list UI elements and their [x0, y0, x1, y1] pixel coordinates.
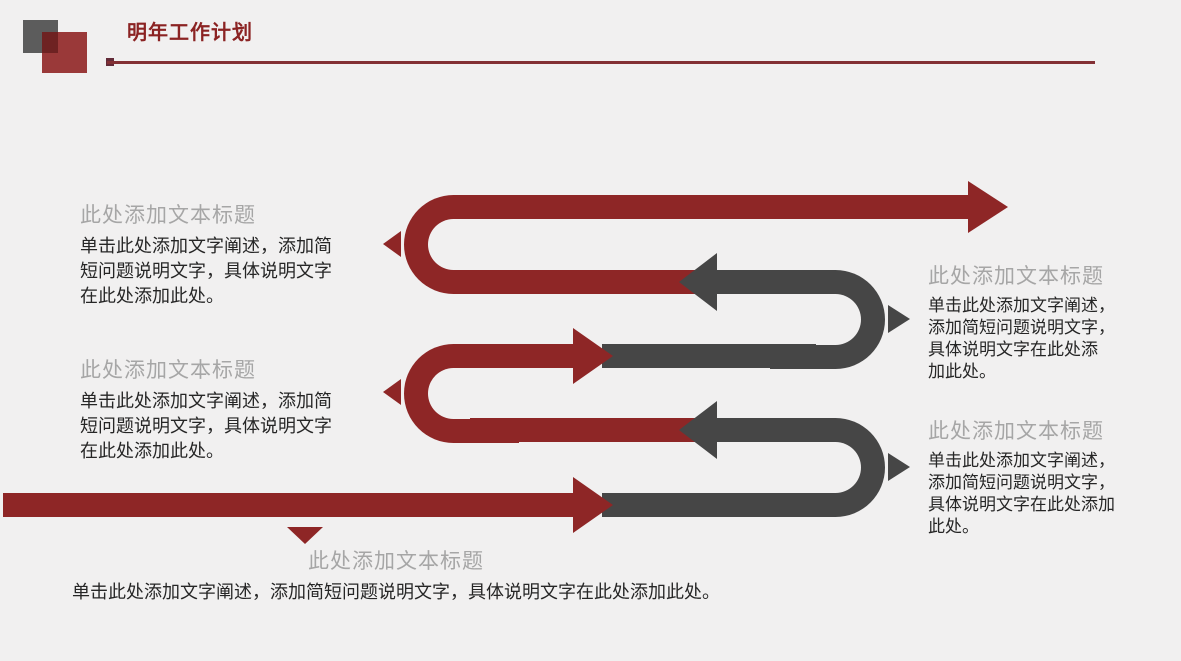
text-block-line: 具体说明文字在此处添 — [928, 340, 1098, 359]
text-block-right-2: 此处添加文本标题 单击此处添加文字阐述， 添加简短问题说明文字， 具体说明文字在… — [928, 419, 1153, 538]
text-block-bottom: 此处添加文本标题 单击此处添加文字阐述，添加简短问题说明文字，具体说明文字在此处… — [40, 549, 752, 604]
red-bar-row5 — [3, 493, 575, 517]
text-block-line: 短问题说明文字，具体说明文字 — [80, 261, 332, 281]
text-block-title: 此处添加文本标题 — [928, 420, 1104, 443]
pointer-right2-icon — [888, 453, 910, 481]
text-block-left-2: 此处添加文本标题 单击此处添加文字阐述，添加简 短问题说明文字，具体说明文字 在… — [80, 358, 385, 464]
arrowhead-left-gray-lower-icon — [679, 401, 717, 459]
red-bar-row4 — [470, 418, 715, 442]
text-block-line: 单击此处添加文字阐述，添加简 — [80, 391, 332, 411]
text-block-right-1: 此处添加文本标题 单击此处添加文字阐述， 添加简短问题说明文字， 具体说明文字在… — [928, 264, 1153, 383]
text-block-line: 具体说明文字在此处添加 — [928, 495, 1115, 514]
text-block-line: 单击此处添加文字阐述， — [928, 451, 1115, 470]
arrowhead-right-red-top-icon — [968, 181, 1008, 233]
text-block-line: 此处。 — [928, 517, 979, 536]
red-bar-row1 — [470, 195, 970, 219]
text-block-title: 此处添加文本标题 — [928, 265, 1104, 288]
text-block-title: 此处添加文本标题 — [80, 359, 256, 382]
text-block-line: 在此处添加此处。 — [80, 441, 224, 461]
gray-bar-row4 — [716, 418, 816, 442]
pointer-left2-icon — [383, 379, 401, 405]
text-block-line: 添加简短问题说明文字， — [928, 318, 1115, 337]
gray-bar-row2 — [716, 270, 816, 294]
red-bar-row3 — [470, 344, 575, 368]
text-block-line: 加此处。 — [928, 362, 996, 381]
text-block-left-1: 此处添加文本标题 单击此处添加文字阐述，添加简 短问题说明文字，具体说明文字 在… — [80, 203, 385, 309]
text-block-line: 单击此处添加文字阐述， — [928, 296, 1115, 315]
gray-bar-row3 — [602, 344, 816, 368]
text-block-title: 此处添加文本标题 — [80, 204, 256, 227]
slide-title: 明年工作计划 — [127, 22, 253, 44]
text-block-title: 此处添加文本标题 — [308, 550, 484, 573]
arrowhead-right-red-middle-icon — [573, 328, 613, 384]
text-block-line: 添加简短问题说明文字， — [928, 473, 1115, 492]
text-block-line: 单击此处添加文字阐述，添加简短问题说明文字，具体说明文字在此处添加此处。 — [72, 582, 720, 602]
arrowhead-right-red-bottom-icon — [573, 477, 613, 533]
red-bar-row2 — [470, 270, 715, 294]
decor-square-overlap — [42, 32, 58, 53]
arrowhead-left-gray-upper-icon — [679, 253, 717, 311]
text-block-line: 短问题说明文字，具体说明文字 — [80, 416, 332, 436]
pointer-bottom-icon — [287, 527, 323, 544]
gray-bar-row5 — [602, 493, 816, 517]
title-underline — [107, 61, 1095, 64]
text-block-line: 在此处添加此处。 — [80, 286, 224, 306]
text-block-line: 单击此处添加文字阐述，添加简 — [80, 236, 332, 256]
pointer-right1-icon — [888, 305, 910, 333]
pointer-left1-icon — [383, 231, 401, 257]
